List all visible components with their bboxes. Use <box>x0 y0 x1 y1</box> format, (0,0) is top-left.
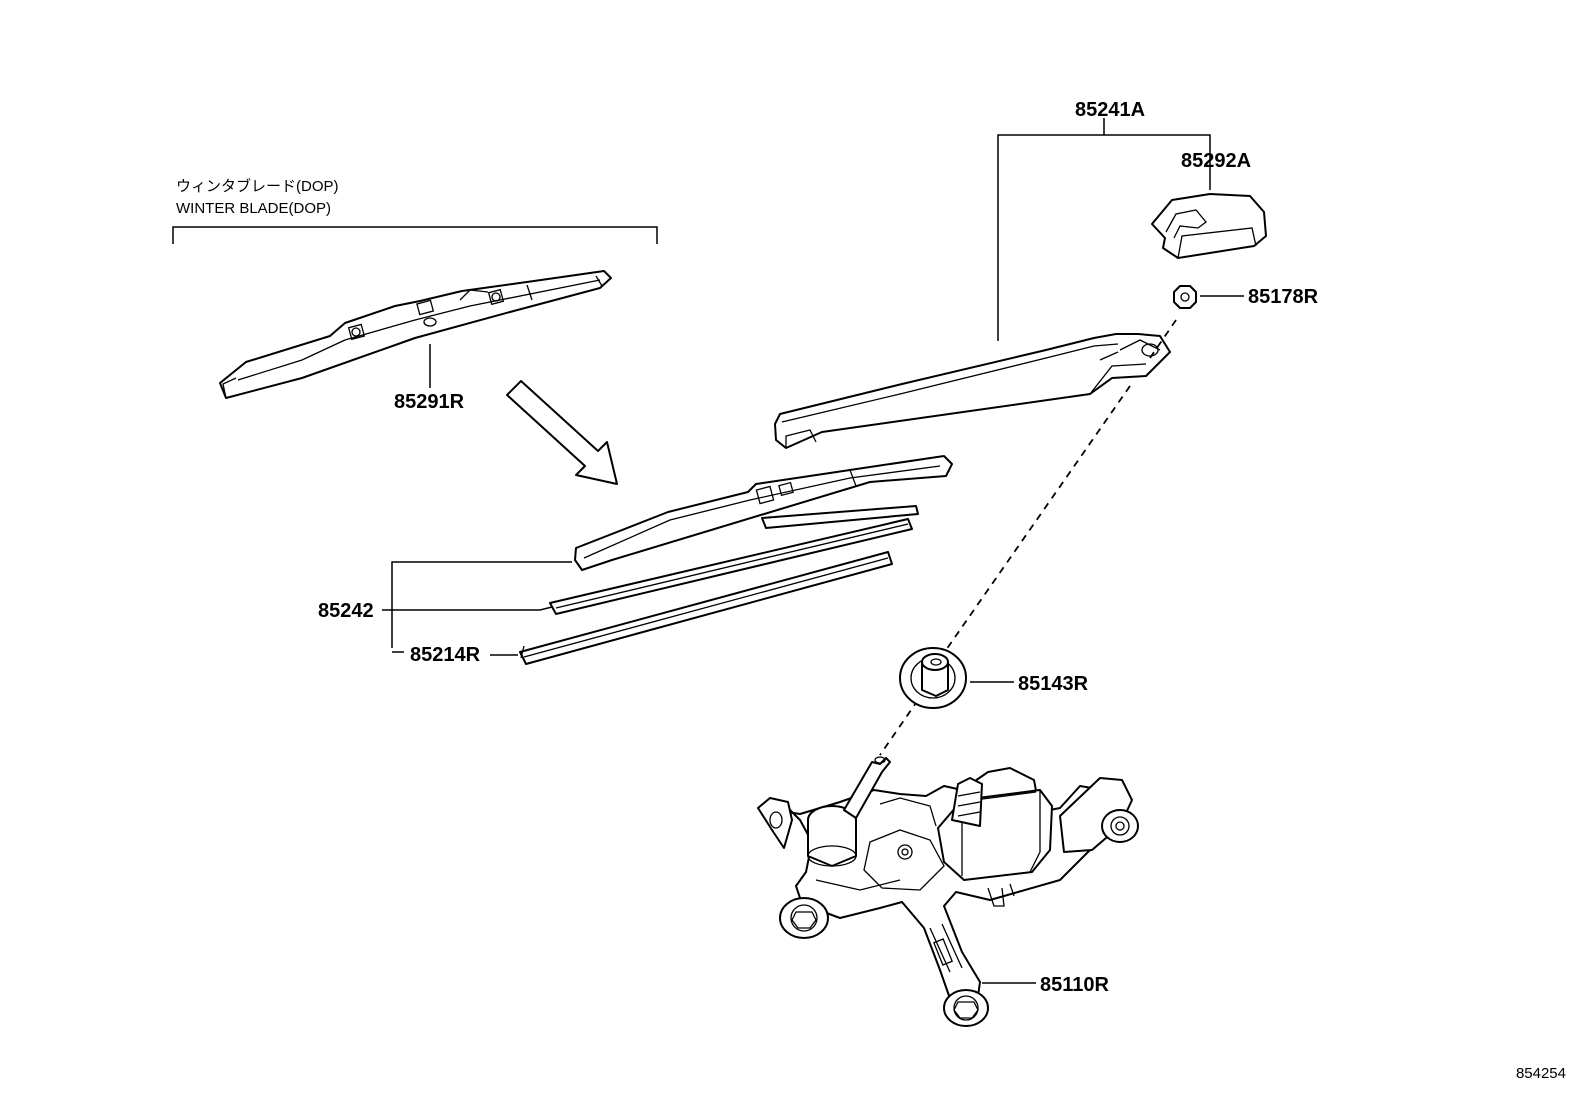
illustration-code: 854254 <box>1516 1065 1566 1082</box>
label-arm-assy: 85241A <box>1075 99 1145 121</box>
label-blade-assy: 85242 <box>318 600 374 622</box>
label-seal: 85143R <box>1018 673 1089 695</box>
wiper-blade-drawing <box>574 455 953 571</box>
winter-blade-drawing <box>219 270 612 399</box>
blade-assy-bracket <box>391 561 572 648</box>
label-nut: 85178R <box>1248 286 1319 308</box>
label-motor: 85110R <box>1040 974 1110 996</box>
wiper-motor-drawing <box>757 756 1139 1027</box>
blade-assy-leader <box>382 606 553 611</box>
wiper-arm-drawing <box>774 333 1171 449</box>
axis-line-lower <box>879 699 919 756</box>
nut-drawing <box>1173 285 1197 309</box>
axis-line-middle <box>945 385 1131 651</box>
label-blade-rubber: 85214R <box>410 644 481 666</box>
seal-drawing <box>899 647 967 709</box>
winter-blade-bracket <box>172 226 658 244</box>
label-cap: 85292A <box>1181 150 1251 172</box>
winter-blade-caption-en: WINTER BLADE(DOP) <box>176 200 331 217</box>
winter-blade-caption-jp: ウィンタブレード(DOP) <box>176 177 339 195</box>
cap-drawing <box>1151 193 1267 259</box>
replacement-arrow <box>506 380 618 485</box>
label-winter-blade: 85291R <box>394 391 465 413</box>
blade-rubber-drawing <box>519 518 913 665</box>
